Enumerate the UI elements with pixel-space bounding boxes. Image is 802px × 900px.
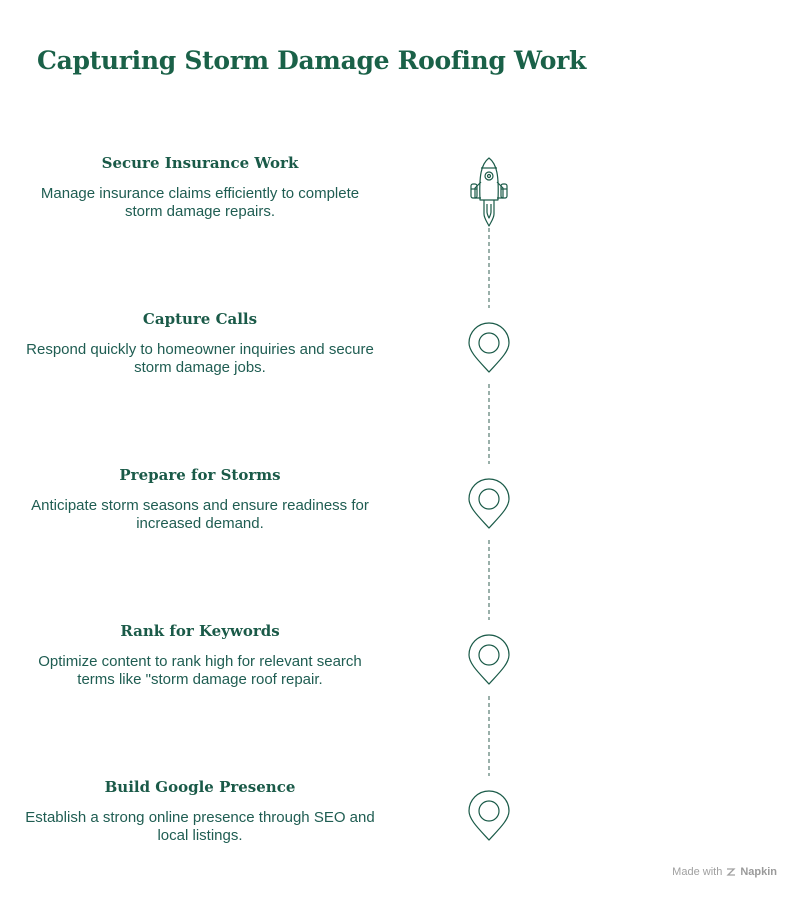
map-pin-icon [468,322,510,373]
step-title: Secure Insurance Work [101,154,299,172]
napkin-logo-icon [726,868,736,876]
step-description: Optimize content to rank high for releva… [20,653,380,689]
step-description-line: Anticipate storm seasons and ensure read… [31,497,369,514]
rocket-icon [470,157,508,227]
footer-brand: Napkin [740,866,777,878]
step-capture-calls: Capture Calls Respond quickly to homeown… [20,309,380,377]
step-description-line: Establish a strong online presence throu… [25,809,375,826]
step-title: Build Google Presence [104,778,296,796]
map-pin-icon [468,478,510,529]
step-title: Capture Calls [142,310,258,328]
step-title: Prepare for Storms [119,466,281,484]
step-description-line: Respond quickly to homeowner inquiries a… [26,341,374,358]
step-description: Establish a strong online presence throu… [20,809,380,845]
step-build-google-presence: Build Google Presence Establish a strong… [20,777,380,845]
map-pin-icon [468,790,510,841]
step-description: Anticipate storm seasons and ensure read… [20,497,380,533]
step-description-line: local listings. [157,827,243,844]
step-description-line: terms like "storm damage roof repair. [77,671,323,688]
step-description-line: storm damage repairs. [124,203,276,220]
step-description-line: Manage insurance claims efficiently to c… [40,185,360,202]
step-title: Rank for Keywords [120,622,280,640]
step-rank-for-keywords: Rank for Keywords Optimize content to ra… [20,621,380,689]
step-description: Manage insurance claims efficiently to c… [20,185,380,221]
footer-made-with: Made with [672,866,723,878]
step-description: Respond quickly to homeowner inquiries a… [20,341,380,377]
step-secure-insurance-work: Secure Insurance Work Manage insurance c… [20,153,380,221]
step-description-line: increased demand. [136,515,264,532]
page-title: Capturing Storm Damage Roofing Work [37,46,586,75]
step-description-line: Optimize content to rank high for releva… [38,653,362,670]
step-prepare-for-storms: Prepare for Storms Anticipate storm seas… [20,465,380,533]
footer-watermark: Made with Napkin [672,866,777,878]
step-description-line: storm damage jobs. [134,359,266,376]
map-pin-icon [468,634,510,685]
